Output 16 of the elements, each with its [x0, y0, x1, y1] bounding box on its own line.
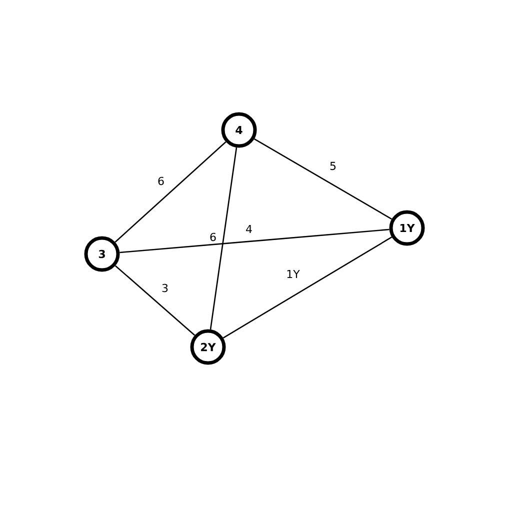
- edge-line: [222, 236, 392, 338]
- edge-line: [254, 138, 392, 220]
- edge-line: [210, 147, 238, 330]
- edge-label: 6: [208, 232, 218, 242]
- edge-line: [120, 228, 390, 254]
- edge-label: 3: [160, 282, 170, 294]
- graph-node: 4: [221, 112, 257, 148]
- edge-label: 4: [244, 224, 254, 234]
- edge-label: 5: [328, 160, 338, 172]
- graph-node: 2Y: [190, 329, 226, 365]
- edge-label: 1Y: [285, 268, 301, 279]
- edge-line: [114, 265, 196, 336]
- edge-line: [114, 141, 226, 243]
- graph-node: 1Y: [389, 210, 425, 246]
- edge-label: 6: [156, 176, 166, 186]
- graph-node: 3: [84, 236, 120, 272]
